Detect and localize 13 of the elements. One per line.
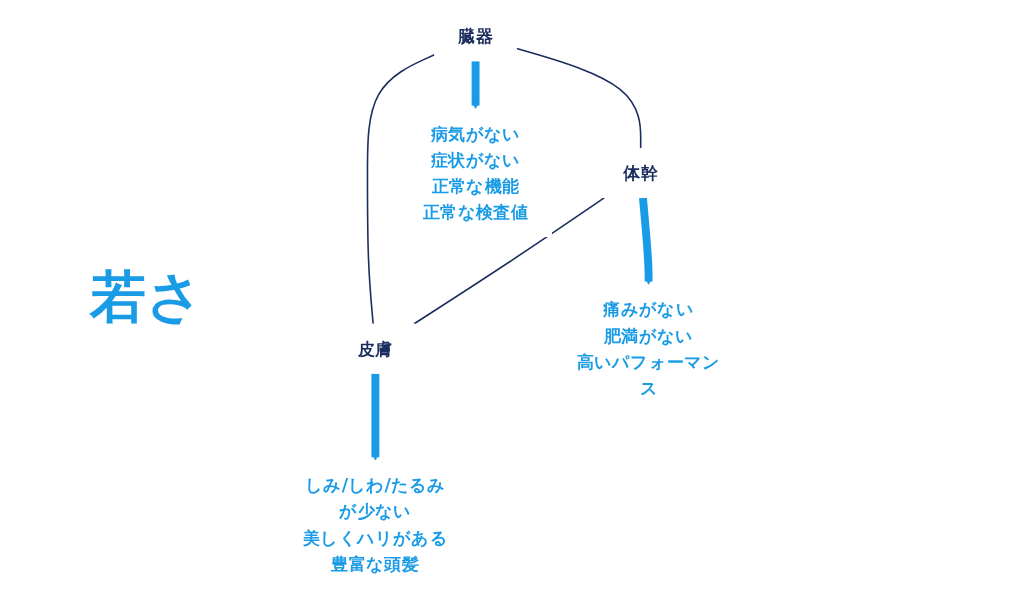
node-text: 痛みがない 肥満がない 高いパフォーマンス <box>576 299 721 398</box>
node-text: 皮膚 <box>357 338 393 359</box>
connector <box>413 197 605 325</box>
arrow <box>371 373 380 461</box>
arrow <box>639 197 653 285</box>
connector <box>515 47 642 149</box>
node-text: しみ/しわ/たるみが少ない 美しくハリがある 豊富な頭髪 <box>302 475 448 574</box>
node-text: 体幹 <box>623 162 659 183</box>
connector <box>366 54 436 325</box>
node-text: 病気がない 症状がない 正常な機能 正常な検査値 <box>422 123 529 222</box>
heading-text: 若さ <box>90 263 203 331</box>
node-text: 臓器 <box>458 26 493 47</box>
arrow <box>471 61 480 110</box>
